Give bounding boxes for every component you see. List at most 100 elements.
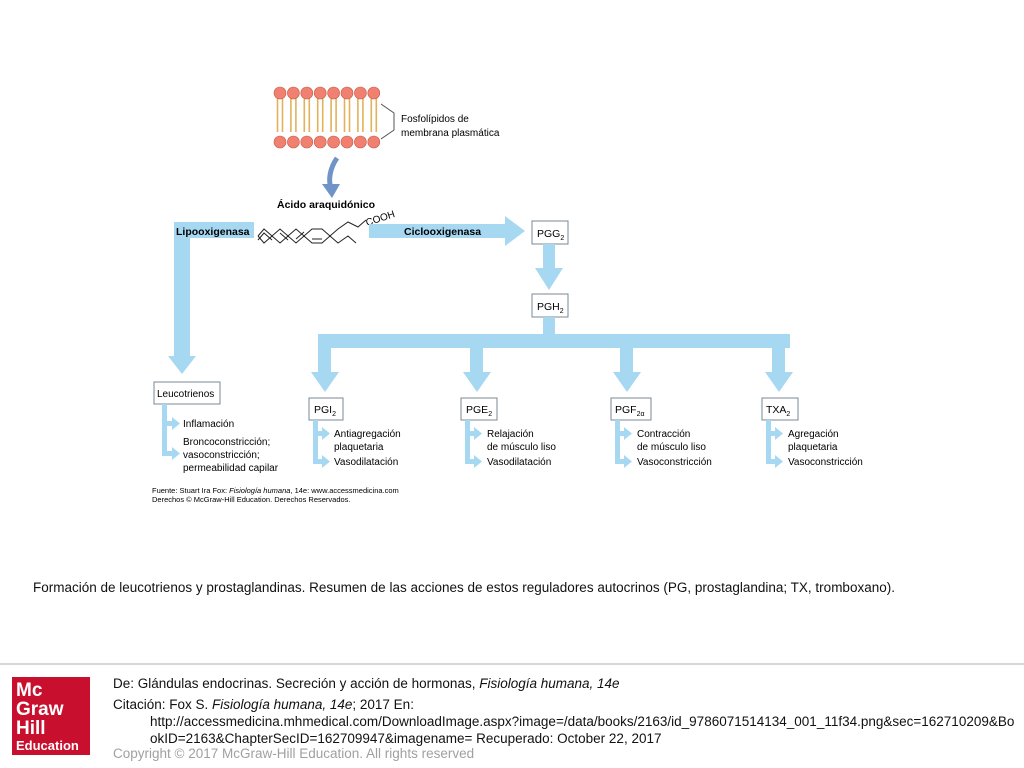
arachidonic-acid-label: Ácido araquidónico	[277, 198, 375, 211]
figure-credit-line1: Fuente: Stuart Ira Fox: Fisiología human…	[152, 486, 399, 495]
pge2-subscript: 2	[488, 411, 492, 418]
logo-line-2: Graw	[16, 699, 64, 720]
lipid-head	[300, 86, 314, 100]
pge2-effect-2: de músculo liso	[487, 442, 556, 453]
membrane-label-line1: Fosfolípidos de	[401, 114, 469, 125]
figure-caption: Formación de leucotrienos y prostaglandi…	[33, 580, 895, 595]
lipid-head	[300, 135, 314, 149]
svg-text:TXA2: TXA2	[766, 404, 790, 418]
pgi2-effect-2: plaquetaria	[334, 442, 384, 453]
pgi2-effect-3: Vasodilatación	[334, 457, 398, 468]
pgi2-effect-1: Antiagregación	[334, 429, 401, 440]
membrane-tails	[276, 98, 378, 132]
lipoxygenase-path: Lipooxigenasa	[168, 222, 254, 374]
citation-url[interactable]: http://accessmedicina.mhmedical.com/Down…	[150, 714, 1015, 746]
lipid-head	[287, 135, 300, 149]
lipid-head	[367, 86, 381, 100]
pgf2a-effect-3: Vasoconstricción	[637, 457, 712, 468]
pgf2a-effect-2: de músculo liso	[637, 442, 706, 453]
svg-text:PGG2: PGG2	[537, 228, 564, 242]
lipid-head	[313, 135, 327, 149]
txa2-group: TXA2 Agregación plaquetaria Vasoconstric…	[761, 397, 863, 468]
pge2-box	[460, 397, 498, 421]
lipoxygenase-arrow	[168, 222, 254, 374]
pgh2-label: PGH	[537, 301, 560, 313]
source-citation: De: Glándulas endocrinas. Secreción y ac…	[113, 675, 1018, 747]
copyright-notice: Copyright © 2017 McGraw-Hill Education. …	[113, 746, 475, 761]
txa2-effect-2: plaquetaria	[788, 442, 838, 453]
pge2-group: PGE2 Relajación de músculo liso Vasodila…	[460, 397, 556, 468]
lipid-head	[354, 86, 367, 100]
pgh2-subscript: 2	[560, 308, 564, 315]
pge2-label: PGE	[466, 404, 488, 416]
pgh2-distribution-arrows	[311, 317, 793, 392]
lipid-head	[354, 135, 367, 149]
txa2-effect-1: Agregación	[788, 429, 839, 440]
lipid-head	[340, 135, 354, 149]
leukotrienes-effect-3: vasoconstricción;	[183, 450, 260, 461]
lipid-head	[273, 86, 287, 100]
logo-line-3: Hill	[16, 718, 46, 739]
arachidonic-acid-structure	[257, 219, 367, 244]
lipid-head	[313, 86, 327, 100]
lipid-head	[340, 86, 354, 100]
membrane-to-arachidonic-arrowhead	[322, 184, 340, 198]
pgg2-to-pgh2-arrow	[535, 244, 563, 290]
svg-text:PGF2α: PGF2α	[615, 404, 645, 418]
pgf2a-subscript: 2α	[637, 411, 645, 418]
leukotrienes-box	[153, 381, 221, 405]
pgf2a-group: PGF2α Contracción de músculo liso Vasoco…	[610, 397, 712, 468]
lipid-head	[367, 135, 381, 149]
membrane-bracket	[380, 103, 395, 140]
txa2-effect-3: Vasoconstricción	[788, 457, 863, 468]
pgi2-box	[308, 397, 344, 421]
leukotrienes-effect-2: Broncoconstricción;	[183, 437, 270, 448]
citation-line: Citación: Fox S. Fisiología humana, 14e;…	[113, 697, 414, 712]
membrane-to-arachidonic-arrow	[327, 156, 340, 189]
pgf2a-effect-arrows	[615, 420, 632, 468]
pgi2-effect-arrows	[313, 420, 330, 468]
phospholipid-membrane: Fosfolípidos de membrana plasmática	[273, 86, 500, 149]
pge2-effect-3: Vasodilatación	[487, 457, 551, 468]
svg-text:PGH2: PGH2	[537, 301, 564, 315]
leukotrienes-effect-arrows	[162, 404, 180, 460]
membrane-heads	[273, 86, 381, 149]
leukotrienes-effect-4: permeabilidad capilar	[183, 463, 279, 474]
lipid-head	[287, 86, 300, 100]
pgg2-label: PGG	[537, 228, 560, 240]
txa2-effect-arrows	[766, 420, 783, 468]
cyclooxygenase-label: Ciclooxigenasa	[404, 226, 481, 238]
leukotrienes-effect-1: Inflamación	[183, 419, 234, 430]
pgf2a-effect-1: Contracción	[637, 429, 690, 440]
source-from: De: Glándulas endocrinas. Secreción y ac…	[113, 676, 620, 691]
txa2-subscript: 2	[786, 411, 790, 418]
txa2-box	[761, 397, 799, 421]
leukotrienes-label: Leucotrienos	[157, 389, 214, 400]
mcgraw-hill-logo: Mc Graw Hill Education	[12, 677, 90, 755]
membrane-label-line2: membrana plasmática	[401, 128, 500, 139]
pge2-effect-arrows	[465, 420, 482, 468]
pgi2-subscript: 2	[332, 411, 336, 418]
pgi2-group: PGI2 Antiagregación plaquetaria Vasodila…	[308, 397, 401, 468]
pgf2a-label: PGF	[615, 404, 637, 416]
cyclooxygenase-arrow	[369, 216, 525, 246]
figure-credit-line2: Derechos © McGraw-Hill Education. Derech…	[152, 495, 351, 504]
pge2-effect-1: Relajación	[487, 429, 534, 440]
footer-divider	[0, 663, 1024, 665]
pgf2a-box	[610, 397, 652, 421]
leukotrienes-group: Leucotrienos Inflamación Broncoconstricc…	[153, 381, 279, 474]
lipid-head	[327, 86, 340, 100]
arachidonic-pathway-diagram: Fosfolípidos de membrana plasmática Ácid…	[152, 86, 863, 504]
lipoxygenase-label: Lipooxigenasa	[176, 226, 250, 238]
lipid-head	[273, 135, 287, 149]
lipid-head	[327, 135, 340, 149]
svg-text:PGI2: PGI2	[314, 404, 336, 418]
pgg2-box: PGG2	[531, 220, 569, 245]
logo-line-1: Mc	[16, 680, 43, 701]
pgi2-label: PGI	[314, 404, 332, 416]
svg-text:PGE2: PGE2	[466, 404, 492, 418]
pgh2-box: PGH2	[531, 293, 569, 318]
pgg2-subscript: 2	[560, 235, 564, 242]
cyclooxygenase-path: Ciclooxigenasa	[369, 216, 525, 246]
logo-line-4: Education	[16, 738, 79, 753]
